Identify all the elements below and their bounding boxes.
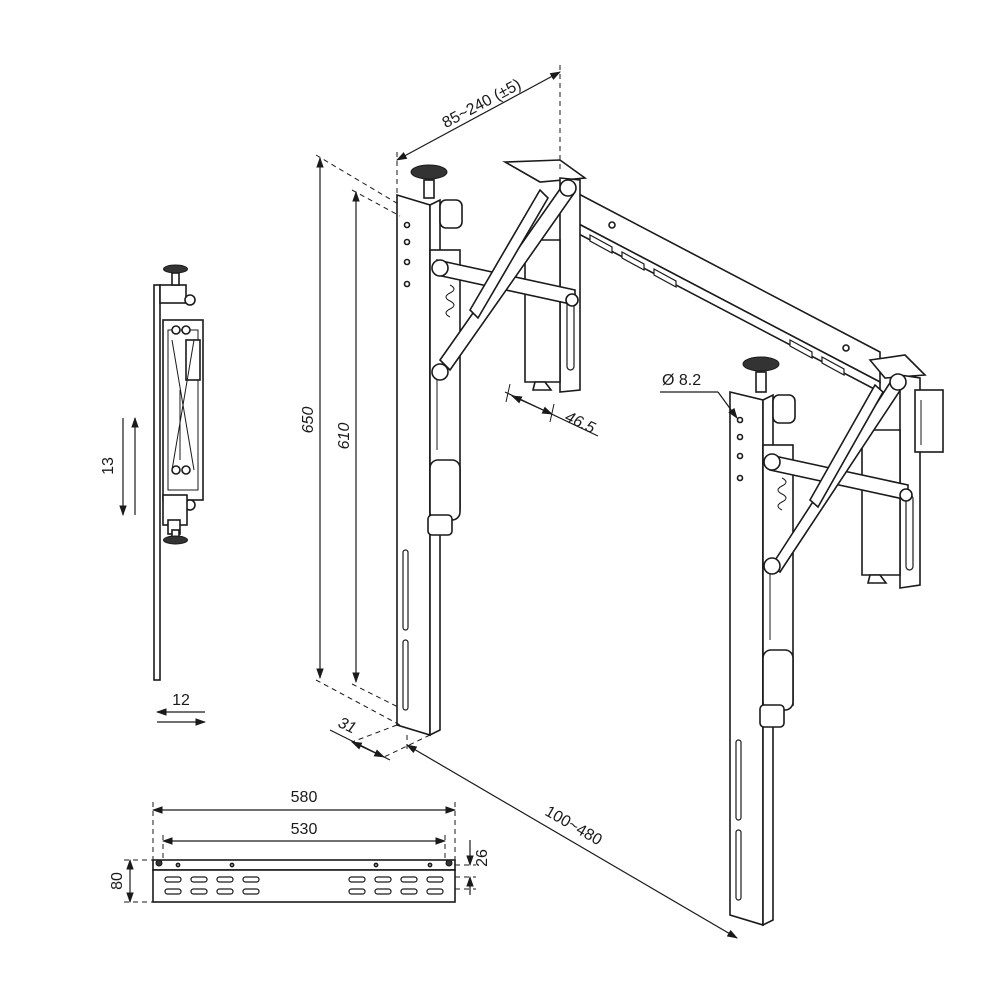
bottom-depth-label: 31 (335, 714, 358, 737)
rail-hole-width-label: 530 (291, 821, 318, 838)
rail-hole-offset-label: 26 (474, 849, 491, 867)
arm-offset-dimension: 46.5 (504, 383, 599, 438)
depth-range-label: 85~240 (±5) (440, 76, 524, 132)
rail-hole-offset-dimension: 26 (455, 840, 491, 895)
rail-overall-width-dimension: 580 (151, 789, 457, 860)
rail-height-label: 80 (109, 872, 126, 890)
arm-offset-label: 46.5 (562, 409, 597, 438)
side-adjust-dimension: 13 (100, 416, 139, 517)
overall-height-label: 650 (300, 407, 317, 434)
side-thickness-label: 12 (172, 692, 190, 709)
overall-height-dimension: 650 (300, 154, 401, 726)
rail-front-view (152, 859, 456, 903)
rail-overall-width-label: 580 (291, 789, 318, 806)
right-upright (729, 356, 796, 927)
hole-diameter-label: Ø 8.2 (662, 372, 701, 389)
spacing-range-dimension: 100~480 (406, 735, 738, 939)
side-view (153, 264, 204, 681)
side-adjust-label: 13 (100, 457, 117, 475)
rail-hole-width-dimension: 530 (161, 821, 447, 860)
horizontal-rail (574, 190, 881, 394)
hole-span-dimension: 610 (336, 189, 401, 709)
right-arm (763, 354, 944, 589)
side-thickness-dimension: 12 (155, 692, 207, 726)
hole-span-label: 610 (336, 423, 353, 450)
left-arm (431, 159, 588, 393)
bottom-depth-dimension: 31 (329, 714, 431, 761)
left-upright (396, 164, 463, 737)
rail-height-dimension: 80 (109, 858, 153, 904)
hole-diameter-callout: Ø 8.2 (660, 372, 738, 419)
